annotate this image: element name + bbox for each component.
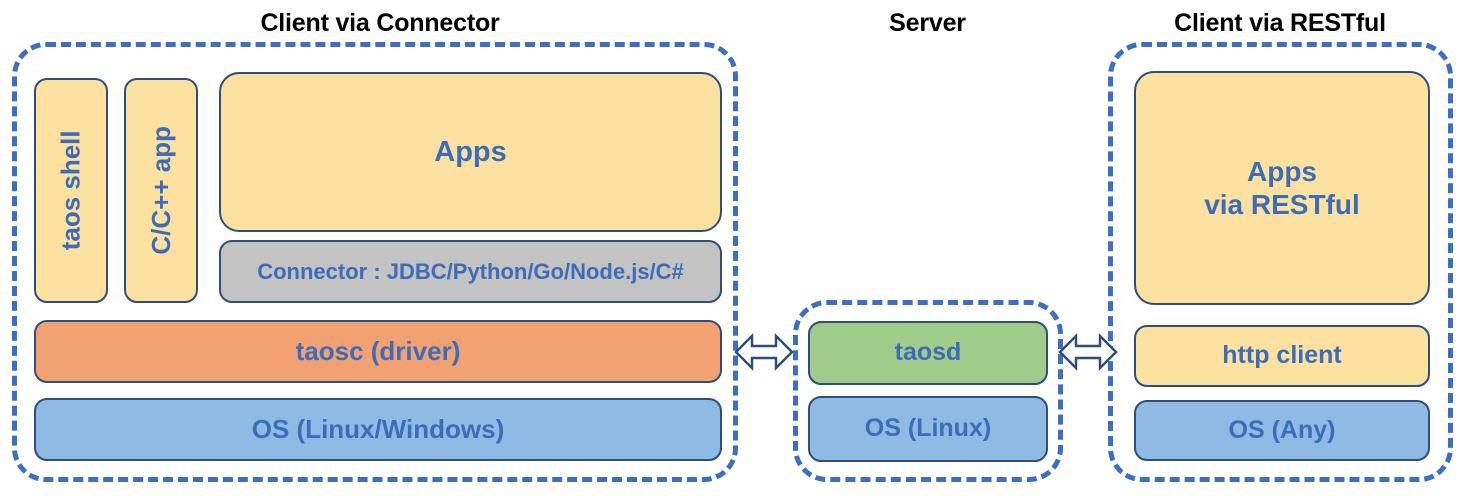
block-os-any: OS (Any)	[1134, 400, 1430, 461]
block-os-linux: OS (Linux)	[808, 396, 1048, 462]
block-apps-via-restful-label: Apps via RESTful	[1204, 155, 1360, 221]
panel-client-via-connector	[12, 42, 738, 482]
block-apps-via-restful-line2: via RESTful	[1204, 189, 1360, 220]
panel-client-via-restful	[1108, 42, 1453, 482]
block-apps-label: Apps	[434, 135, 507, 168]
block-connector: Connector : JDBC/Python/Go/Node.js/C#	[219, 240, 722, 303]
block-os-any-label: OS (Any)	[1228, 415, 1336, 444]
block-taos-shell-label: taos shell	[55, 130, 86, 251]
double-headed-arrow-icon-right	[1058, 332, 1118, 372]
block-os-linux-windows: OS (Linux/Windows)	[34, 398, 722, 461]
block-http-client-label: http client	[1222, 341, 1342, 370]
section-title-server: Server	[889, 9, 966, 37]
block-connector-label: Connector : JDBC/Python/Go/Node.js/C#	[257, 258, 684, 284]
section-title-client-via-connector: Client via Connector	[260, 9, 500, 37]
block-taosd-label: taosd	[894, 338, 962, 367]
block-taosd: taosd	[808, 321, 1048, 385]
block-http-client: http client	[1134, 325, 1430, 387]
panel-server	[793, 300, 1063, 482]
block-taosc-driver-label: taosc (driver)	[295, 336, 461, 367]
block-apps: Apps	[219, 72, 722, 232]
block-apps-via-restful-line1: Apps	[1247, 155, 1317, 187]
section-title-client-via-restful: Client via RESTful	[1174, 9, 1386, 37]
double-headed-arrow-icon-left	[734, 332, 794, 372]
block-taosc-driver: taosc (driver)	[34, 320, 722, 383]
block-os-linux-label: OS (Linux)	[864, 414, 992, 443]
block-taos-shell: taos shell	[34, 78, 108, 303]
block-os-linux-windows-label: OS (Linux/Windows)	[251, 414, 505, 445]
block-c-cpp-app: C/C++ app	[124, 78, 198, 303]
block-apps-via-restful: Apps via RESTful	[1134, 71, 1430, 305]
block-c-cpp-app-label: C/C++ app	[145, 126, 176, 255]
